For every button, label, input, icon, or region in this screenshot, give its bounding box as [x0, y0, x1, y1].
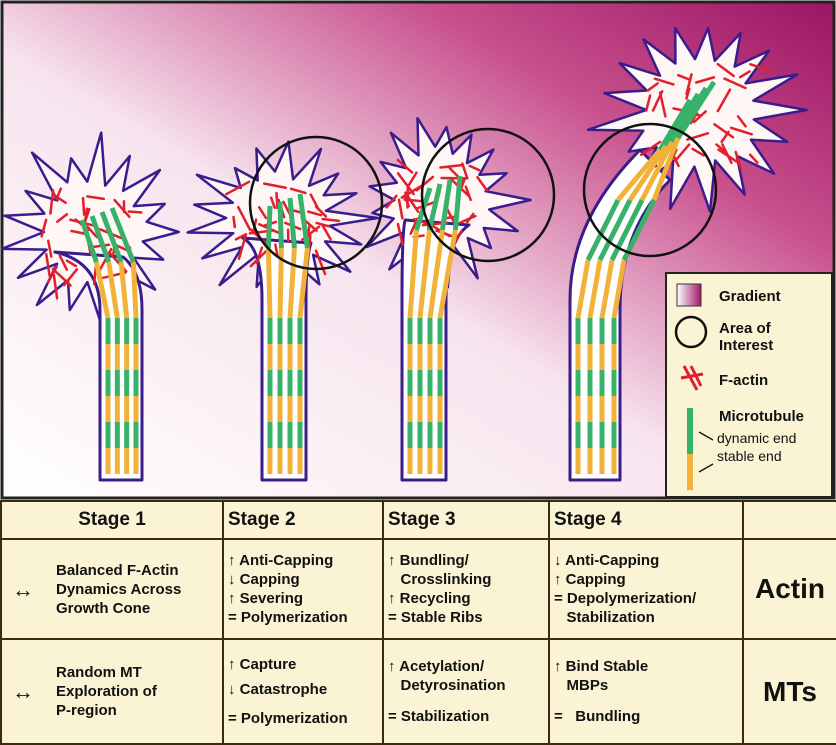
legend-f-actin-label: F-actin: [719, 372, 768, 389]
bidirectional-arrow-icon: ↔: [12, 682, 34, 701]
mt-stage-3-line: = Stabilization: [388, 707, 544, 726]
mt-stage-4-line: ↑ Bind Stable: [554, 657, 738, 676]
legend-microtubule-label: Microtubule: [719, 408, 804, 425]
mt-stage-4-line: MBPs: [554, 676, 738, 695]
mt-stage-3-line: ↑ Acetylation/: [388, 657, 544, 676]
microtubule-icon: [687, 408, 693, 490]
microtubule: [268, 248, 270, 318]
f-actin-filament: [83, 198, 84, 215]
actin-stage-2-line: ↓ Capping: [228, 570, 378, 589]
actin-stage-3-line: = Stable Ribs: [388, 608, 544, 627]
actin-stage-4-line: = Depolymerization/: [554, 589, 738, 608]
header-stage-3: Stage 3: [383, 501, 549, 539]
mt-stage-1: ↔ Random MT Exploration of P-region: [1, 639, 223, 744]
mt-stage-4: ↑ Bind Stable MBPs = Bundling: [549, 639, 743, 744]
actin-stage-1: ↔ Balanced F-Actin Dynamics Across Growt…: [1, 539, 223, 639]
actin-stage-2: ↑ Anti-Capping ↓ Capping ↑ Severing = Po…: [223, 539, 383, 639]
legend: Gradient Area of Interest F-actin Microt…: [665, 272, 833, 498]
header-blank: [743, 501, 836, 539]
stable-end-pointer: [699, 464, 713, 472]
actin-stage-4-line: Stabilization: [554, 608, 738, 627]
area-of-interest-icon: [676, 317, 706, 347]
f-actin-filament: [234, 217, 235, 227]
mt-stage-1-line: Random MT: [56, 663, 157, 682]
actin-stage-4: ↓ Anti-Capping ↑ Capping = Depolymerizat…: [549, 539, 743, 639]
actin-stage-3-line: ↑ Recycling: [388, 589, 544, 608]
microtubule: [133, 262, 136, 318]
microtubule: [280, 202, 281, 248]
mt-stage-4-line: = Bundling: [554, 707, 738, 726]
f-actin-filament: [323, 219, 339, 221]
actin-stage-1-line: Dynamics Across: [56, 580, 181, 599]
microtubule: [268, 206, 270, 248]
dynamic-end-pointer: [699, 432, 713, 440]
actin-stage-2-line: = Polymerization: [228, 608, 378, 627]
mt-stage-2-line: ↑ Capture: [228, 655, 378, 674]
actin-stage-2-line: ↑ Severing: [228, 589, 378, 608]
mt-stage-2: ↑ Capture ↓ Catastrophe = Polymerization: [223, 639, 383, 744]
header-stage-2: Stage 2: [223, 501, 383, 539]
legend-gradient-label: Gradient: [719, 288, 781, 305]
actin-stage-1-line: Balanced F-Actin: [56, 561, 181, 580]
mt-stage-2-line: = Polymerization: [228, 709, 378, 728]
gradient-swatch: [677, 284, 701, 306]
f-actin-filament: [129, 212, 141, 213]
actin-stage-3-line: ↑ Bundling/: [388, 551, 544, 570]
actin-stage-1-line: Growth Cone: [56, 599, 181, 618]
bidirectional-arrow-icon: ↔: [12, 580, 34, 599]
f-actin-filament: [277, 193, 278, 208]
actin-stage-2-line: ↑ Anti-Capping: [228, 551, 378, 570]
actin-row-label: Actin: [743, 539, 836, 639]
legend-area-of-interest-label: Area of Interest: [719, 320, 773, 354]
header-stage-4: Stage 4: [549, 501, 743, 539]
mt-stage-3-line: Detyrosination: [388, 676, 544, 695]
stage-summary-table: Stage 1 Stage 2 Stage 3 Stage 4 ↔ Balanc…: [0, 500, 836, 745]
mt-stage-2-line: ↓ Catastrophe: [228, 680, 378, 699]
actin-stage-3-line: Crosslinking: [388, 570, 544, 589]
mt-stage-1-line: Exploration of: [56, 682, 157, 701]
actin-stage-3: ↑ Bundling/ Crosslinking ↑ Recycling = S…: [383, 539, 549, 639]
mt-stage-1-line: P-region: [56, 701, 157, 720]
legend-dynamic-end-label: dynamic end: [717, 430, 796, 447]
header-stage-1: Stage 1: [1, 501, 223, 539]
actin-stage-4-line: ↓ Anti-Capping: [554, 551, 738, 570]
mt-stage-3: ↑ Acetylation/ Detyrosination = Stabiliz…: [383, 639, 549, 744]
mts-row-label: MTs: [743, 639, 836, 744]
legend-stable-end-label: stable end: [717, 448, 782, 465]
actin-stage-4-line: ↑ Capping: [554, 570, 738, 589]
f-actin-icon: [681, 366, 703, 390]
